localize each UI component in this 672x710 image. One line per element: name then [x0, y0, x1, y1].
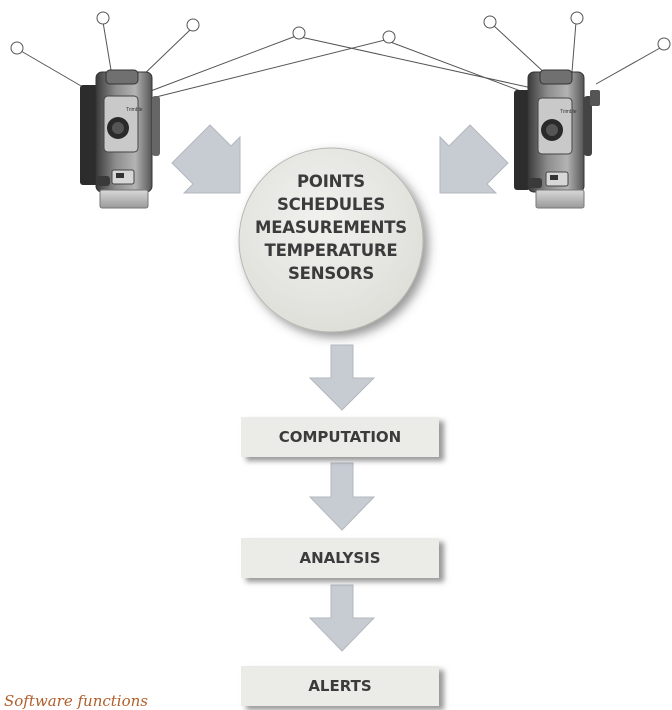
prism-targets [10, 11, 671, 55]
data-hub-circle [238, 147, 424, 333]
svg-text:Trimble: Trimble [126, 107, 143, 113]
hub-label-temperature: TEMPERATURE [264, 241, 398, 260]
analysis-box: ANALYSIS [241, 538, 439, 578]
prism-target-icon [10, 41, 24, 55]
arrow-computation-to-analysis [308, 462, 376, 531]
arrow-from-left-station [171, 124, 241, 194]
prism-target-icon [382, 30, 396, 44]
hub-label-sensors: SENSORS [287, 264, 375, 283]
arrow-hub-to-computation [308, 344, 376, 411]
prism-target-icon [186, 18, 200, 32]
prism-target-icon [96, 11, 110, 25]
arrow-analysis-to-alerts [308, 584, 376, 652]
arrow-from-right-station [439, 124, 509, 194]
prism-target-icon [292, 26, 306, 40]
prism-target-icon [483, 15, 497, 29]
hub-label-points: POINTS [296, 172, 365, 191]
prism-target-icon [570, 11, 584, 25]
total-station-right-icon: Trimble [514, 69, 600, 209]
computation-label: COMPUTATION [278, 428, 402, 446]
hub-labels: POINTS SCHEDULES MEASUREMENTS TEMPERATUR… [238, 170, 424, 285]
figure-caption: Software functions [4, 692, 148, 710]
hub-label-measurements: MEASUREMENTS [255, 218, 407, 237]
prism-target-icon [657, 37, 671, 51]
alerts-label: ALERTS [308, 677, 372, 695]
svg-text:Trimble: Trimble [560, 109, 577, 115]
total-station-left-icon: Trimble [80, 69, 160, 209]
alerts-box: ALERTS [241, 666, 439, 706]
analysis-label: ANALYSIS [299, 549, 381, 567]
computation-box: COMPUTATION [241, 417, 439, 457]
hub-label-schedules: SCHEDULES [276, 195, 386, 214]
